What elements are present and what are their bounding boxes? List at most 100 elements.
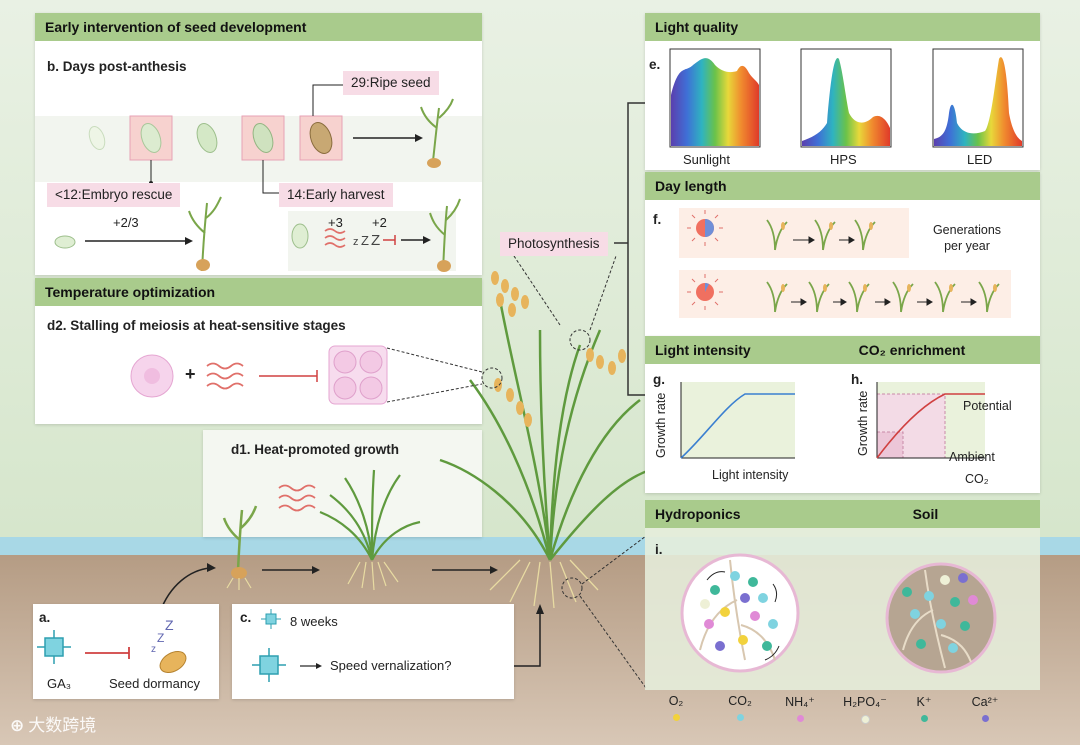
- co2-title: CO₂ enrichment: [858, 342, 966, 358]
- panel-e-tag: e.: [649, 57, 661, 72]
- long-cycle-band: [679, 270, 1011, 318]
- svg-text:Z: Z: [165, 617, 174, 633]
- ion-label: O₂: [668, 694, 684, 708]
- ion-legend-item: O₂: [654, 694, 698, 721]
- arrow-icon: [423, 236, 431, 244]
- potential-label: Potential: [963, 399, 1012, 413]
- spectra-graphic: [669, 48, 1024, 148]
- hps-label: HPS: [830, 152, 857, 167]
- panel-a-tag: a.: [39, 610, 51, 625]
- hydroponics-title: Hydroponics: [655, 506, 741, 522]
- sunlight-spectrum: [671, 58, 759, 147]
- seed-icon: [291, 223, 309, 249]
- seed-icon: [140, 123, 162, 153]
- rice-grain-icon: [491, 271, 626, 427]
- ion-dot: [796, 715, 804, 722]
- per-year-label: per year: [944, 239, 990, 253]
- seed-icon: [252, 123, 274, 153]
- speed-vernalization-label: Speed vernalization?: [330, 658, 452, 673]
- co2-ylabel: Growth rate: [856, 390, 870, 456]
- light-quality-panel: Light quality e. Sunlight HPS LED: [645, 13, 1040, 170]
- meiosis-graphic: [130, 345, 388, 405]
- rice-plant-icon: [439, 299, 651, 561]
- temperature-title: Temperature optimization: [35, 278, 482, 306]
- plus-sign: +: [185, 364, 196, 384]
- embryo-rescue-label: <12:Embryo rescue: [47, 183, 181, 207]
- zoom-circle: [569, 329, 591, 351]
- light-intensity-title: Light intensity: [655, 342, 751, 358]
- watermark-text: 大数跨境: [28, 716, 97, 736]
- plant-icons: [766, 219, 1000, 313]
- panel-c-tag: c.: [240, 610, 252, 625]
- vernalization-graphic: [252, 609, 322, 682]
- hydroponics-zoom: [680, 553, 800, 673]
- ambient-label: Ambient: [949, 450, 995, 464]
- heat-growth-label: d1. Heat-promoted growth: [231, 442, 399, 457]
- svg-text:Z: Z: [361, 233, 369, 248]
- ga3-label: GA₃: [47, 676, 72, 691]
- day-length-graphic: [687, 210, 1000, 313]
- watermark: ⊕大数跨境: [10, 711, 96, 736]
- ga-graphic: z Z Z: [37, 617, 187, 673]
- eight-weeks-label: 8 weeks: [290, 614, 338, 629]
- intensity-xlabel: Light intensity: [712, 468, 789, 482]
- ion-legend-item: K⁺: [904, 694, 944, 722]
- intensity-co2-header: Light intensity CO₂ enrichment: [645, 336, 1040, 364]
- early-intervention-title: Early intervention of seed development: [35, 13, 482, 41]
- ion-label: Ca²⁺: [971, 695, 999, 709]
- zoom-circle: [561, 577, 583, 599]
- ion-label: H₂PO₄⁻: [843, 695, 887, 709]
- large-molecule-icon: [252, 648, 286, 682]
- days-post-anthesis-label: b. Days post-anthesis: [47, 59, 187, 74]
- intensity-ylabel: Growth rate: [654, 392, 668, 458]
- day-length-title: Day length: [645, 172, 1040, 200]
- seed-icon: [88, 125, 106, 151]
- seed-sequence-graphic: z Z Z: [54, 84, 461, 272]
- box-a: a. z Z Z GA₃ Seed dormancy: [33, 604, 219, 699]
- co2-xlabel: CO₂: [965, 472, 989, 486]
- ion-legend: O₂ CO₂ NH₄⁺ H₂PO₄⁻ K⁺ Ca²⁺: [650, 694, 1030, 734]
- sun-icon: [687, 274, 723, 310]
- ion-dot: [860, 715, 870, 724]
- arrow-icons: [791, 236, 977, 306]
- photosynthesis-label: Photosynthesis: [500, 232, 608, 256]
- small-molecule-icon: [261, 609, 281, 629]
- ion-particles: [700, 571, 778, 651]
- ion-legend-item: NH₄⁺: [774, 694, 826, 722]
- sunlight-label: Sunlight: [683, 152, 730, 167]
- day-length-panel: Day length f.: [645, 172, 1040, 336]
- early-harvest-label: 14:Early harvest: [279, 183, 393, 207]
- soil-zoom: [885, 562, 997, 674]
- sun-icon: [687, 210, 723, 246]
- heat-waves-icon: [206, 362, 244, 390]
- ga-molecule-icon: [37, 630, 71, 664]
- zoom-circle: [481, 367, 503, 389]
- bracket: [627, 102, 645, 396]
- led-label: LED: [967, 152, 993, 167]
- intensity-co2-panel: Light intensity CO₂ enrichment g. h. Gro…: [645, 336, 1040, 493]
- hydroponics-header: Hydroponics Soil: [645, 500, 1040, 528]
- arrow-icon: [316, 663, 322, 669]
- ion-label: NH₄⁺: [785, 695, 815, 709]
- svg-text:Z: Z: [371, 232, 380, 249]
- light-response-curve: [680, 393, 795, 459]
- plus-two-label: +2: [372, 215, 387, 230]
- seedling-icon: [432, 107, 440, 162]
- generations-per-year-label: Generations per year: [921, 222, 1013, 254]
- seed-icon: [54, 235, 76, 249]
- ion-label: CO₂: [728, 694, 752, 708]
- soil-title: Soil: [912, 506, 939, 522]
- panel-g-tag: g.: [653, 372, 665, 387]
- hps-spectrum: [802, 57, 890, 146]
- ion-label: K⁺: [916, 695, 932, 709]
- seed-dormancy-label: Seed dormancy: [109, 676, 201, 691]
- seed-icon: [159, 651, 187, 673]
- heat-waves-icon: [278, 484, 316, 512]
- ion-legend-item: CO₂: [714, 694, 766, 721]
- svg-text:z: z: [353, 236, 359, 248]
- plus-three-label: +3: [328, 215, 343, 230]
- watermark-logo-icon: ⊕: [10, 716, 25, 736]
- panel-h-tag: h.: [851, 372, 863, 387]
- ion-legend-item: H₂PO₄⁻: [832, 694, 898, 724]
- meiosis-stalling-label: d2. Stalling of meiosis at heat-sensitiv…: [47, 318, 346, 333]
